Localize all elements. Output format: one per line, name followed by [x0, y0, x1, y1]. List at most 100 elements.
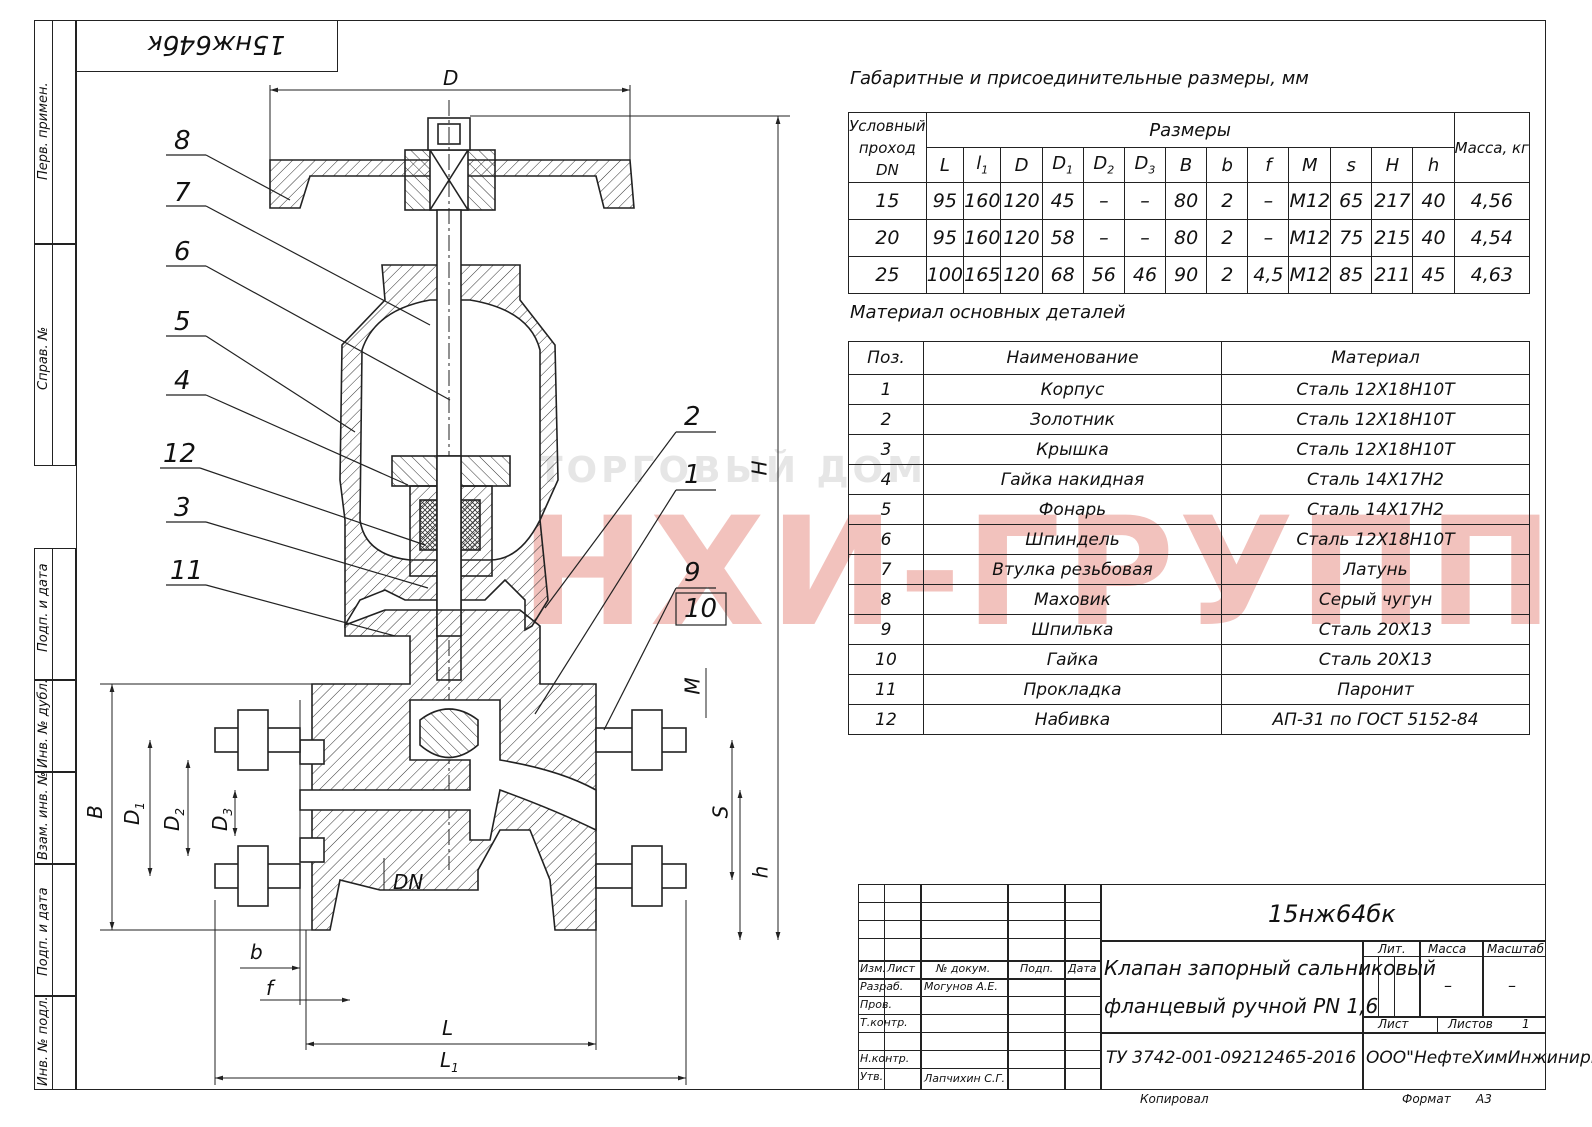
- dim-cell: 45: [1412, 256, 1455, 294]
- mat-cell-pos: 8: [848, 584, 924, 615]
- mat-cell-pos: 10: [848, 644, 924, 675]
- tb-format-val: А3: [1476, 1092, 1492, 1106]
- dimensions-table: Условный проход DN Размеры Масса, кг L l…: [848, 112, 1531, 294]
- tb-role-tkontr: Т.контр.: [860, 1016, 908, 1029]
- tb-spec: ТУ 3742-001-09212465-2016: [1106, 1048, 1357, 1068]
- dim-cell: 56: [1082, 256, 1125, 294]
- callout-9: 9: [684, 558, 701, 588]
- dim-col-l1-sub: 1: [981, 163, 989, 177]
- dim-cell: 120: [1000, 256, 1043, 294]
- dim-col-L: L: [925, 147, 965, 183]
- mat-cell-material: Сталь 14Х17Н2: [1221, 464, 1530, 495]
- dim-label-L: L: [442, 1016, 454, 1040]
- dim-label-B: B: [82, 805, 107, 819]
- dim-col-D1-main: D: [1052, 153, 1067, 175]
- dim-col-H: H: [1371, 147, 1414, 183]
- callout-1: 1: [684, 460, 701, 490]
- tb-role-prov: Пров.: [860, 998, 892, 1011]
- dim-cell: 160: [963, 182, 1002, 220]
- dim-label-h: h: [748, 865, 773, 879]
- strip-perv-primen: [34, 20, 76, 244]
- dim-cell: 215: [1371, 219, 1414, 257]
- tb-company: ООО"НефтеХимИнжиниринг": [1366, 1048, 1592, 1068]
- dim-col-D3: D3: [1123, 147, 1167, 183]
- mat-caption: Материал основных деталей: [850, 302, 1126, 323]
- dim-label-D1: D1: [120, 802, 147, 825]
- bolt-bottom-right: [595, 845, 687, 907]
- mat-cell-material: Сталь 12Х18Н10Т: [1221, 374, 1530, 405]
- dim-label-S: S: [708, 805, 733, 819]
- dim-col-b: b: [1206, 147, 1249, 183]
- mat-cell-name: Крышка: [923, 434, 1222, 465]
- mat-cell-name: Золотник: [923, 404, 1222, 435]
- tb-sheets-val: 1: [1522, 1017, 1530, 1031]
- dim-col-D1: D1: [1041, 147, 1084, 183]
- callout-7: 7: [174, 178, 191, 208]
- strip-sprav: [34, 244, 76, 466]
- callout-12: 12: [163, 439, 197, 469]
- dim-cell: 80: [1165, 182, 1208, 220]
- dim-cell: 75: [1330, 219, 1373, 257]
- dim-cell: –: [1123, 219, 1167, 257]
- dim-cell: 160: [963, 219, 1002, 257]
- dim-cell: 165: [963, 256, 1002, 294]
- dim-cell: 100: [925, 256, 965, 294]
- dim-cell: 58: [1041, 219, 1084, 257]
- dim-cell: 95: [925, 219, 965, 257]
- mat-cell-name: Гайка: [923, 644, 1222, 675]
- dim-cell: 65: [1330, 182, 1373, 220]
- tb-sheet: Лист: [1378, 1017, 1409, 1031]
- mat-head-pos: Поз.: [848, 341, 924, 375]
- dim-col-dn: Условный проход DN: [848, 112, 927, 183]
- dim-label-D3: D3: [208, 808, 235, 831]
- mat-cell-name: Втулка резьбовая: [923, 554, 1222, 585]
- tb-role-razrab: Разраб.: [860, 980, 904, 993]
- dim-cell: 217: [1371, 182, 1414, 220]
- strip-vzam: [34, 772, 76, 864]
- mat-head-material: Материал: [1221, 341, 1530, 375]
- dim-col-h: h: [1412, 147, 1455, 183]
- valve-drawing: [100, 85, 790, 1085]
- mat-cell-name: Фонарь: [923, 494, 1222, 525]
- dim-cell: 90: [1165, 256, 1208, 294]
- mat-cell-name: Гайка накидная: [923, 464, 1222, 495]
- dim-col-D2-main: D: [1093, 153, 1108, 175]
- mat-cell-material: Сталь 14Х17Н2: [1221, 494, 1530, 525]
- mat-cell-material: Сталь 20Х13: [1221, 644, 1530, 675]
- mat-cell-material: Серый чугун: [1221, 584, 1530, 615]
- callout-6: 6: [174, 237, 191, 267]
- dim-col-D3-sub: 3: [1148, 163, 1156, 177]
- bolt-bottom-left: [214, 845, 301, 907]
- dim-cell-mass: 4,56: [1453, 182, 1531, 220]
- callout-2: 2: [684, 402, 701, 432]
- mat-cell-name: Прокладка: [923, 674, 1222, 705]
- dim-label-H: H: [747, 460, 772, 476]
- dim-label-D1-main: D: [120, 809, 145, 826]
- dim-cell: 2: [1206, 182, 1249, 220]
- mat-cell-pos: 7: [848, 554, 924, 585]
- mat-cell-pos: 9: [848, 614, 924, 645]
- dim-col-D2-sub: 2: [1107, 163, 1115, 177]
- mat-head-name: Наименование: [923, 341, 1222, 375]
- mat-cell-name: Шпиндель: [923, 524, 1222, 555]
- tb-format: Формат: [1402, 1092, 1451, 1106]
- mat-cell-material: Сталь 20Х13: [1221, 614, 1530, 645]
- tb-role-nkontr: Н.контр.: [860, 1052, 910, 1065]
- mat-cell-pos: 2: [848, 404, 924, 435]
- tb-name-2: фланцевый ручной PN 1,6: [1104, 994, 1379, 1018]
- dim-sizes-header: Размеры: [925, 112, 1455, 148]
- mat-cell-name: Шпилька: [923, 614, 1222, 645]
- body: [311, 609, 597, 931]
- mat-cell-material: Паронит: [1221, 674, 1530, 705]
- dim-cell-mass: 4,63: [1453, 256, 1531, 294]
- dim-label-D2: D2: [160, 808, 187, 831]
- dim-label-b: b: [250, 940, 263, 964]
- tb-mass-val: –: [1444, 976, 1452, 995]
- handwheel: [269, 159, 635, 209]
